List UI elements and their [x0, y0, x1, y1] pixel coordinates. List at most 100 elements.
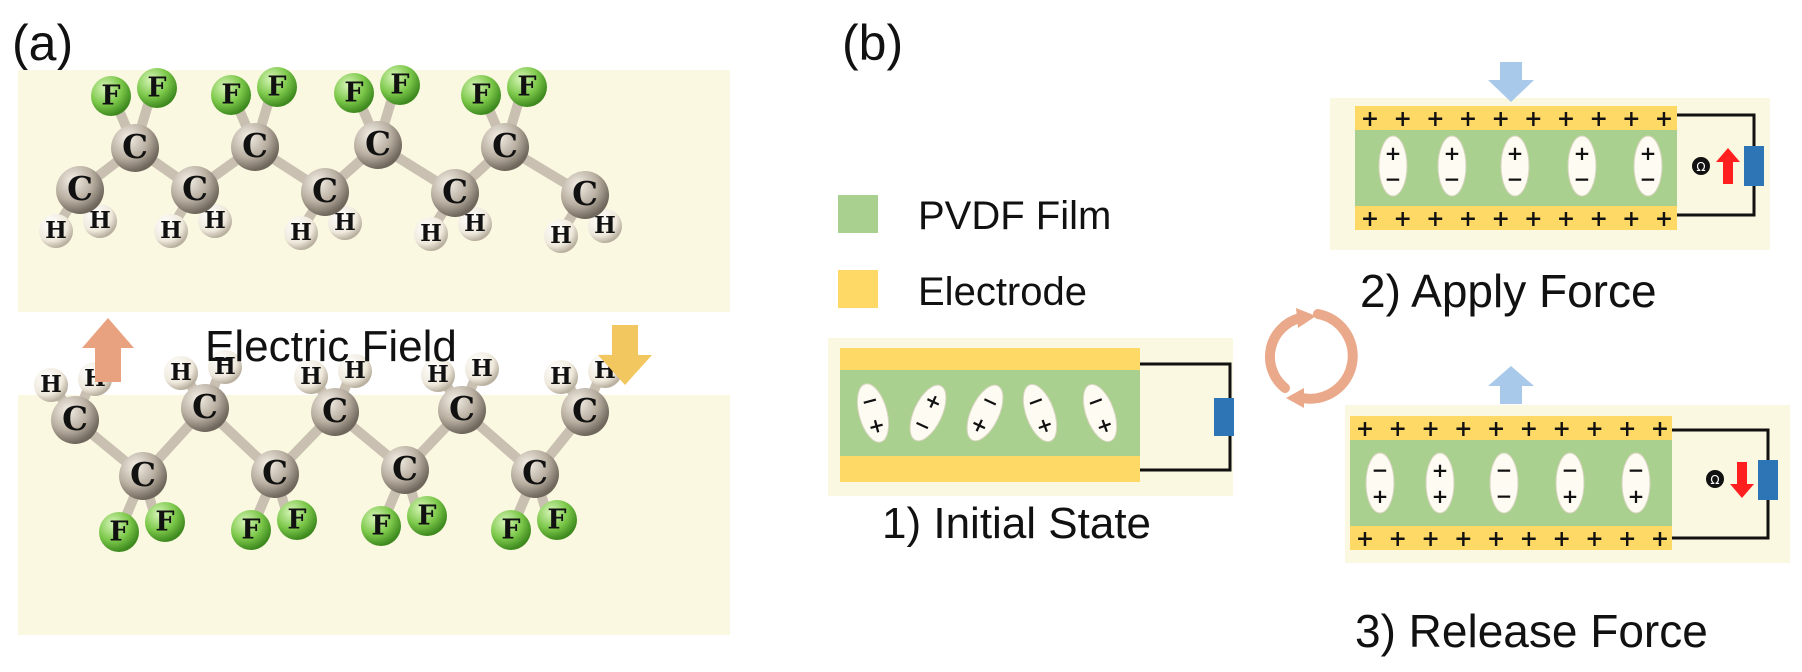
electrode-charge: +: [1393, 106, 1411, 132]
svg-text:−: −: [1024, 387, 1048, 415]
carbon-atom: C: [51, 396, 99, 444]
svg-text:C: C: [130, 456, 156, 494]
carbon-atom: C: [481, 123, 529, 171]
fluorine-atom: F: [380, 65, 420, 105]
current-arrow-icon: [1730, 462, 1754, 498]
carbon-atom: C: [119, 452, 167, 500]
hydrogen-atom: H: [544, 360, 578, 394]
fluorine-atom: F: [99, 512, 139, 552]
svg-text:F: F: [417, 500, 436, 531]
svg-text:F: F: [547, 504, 566, 535]
svg-text:C: C: [449, 390, 475, 428]
carbon-atom: C: [431, 169, 479, 217]
current-arrow-icon: [1716, 148, 1740, 184]
electrode-charge: +: [1491, 206, 1509, 232]
electrode-charge: +: [1622, 106, 1640, 132]
dipole: +−: [1567, 135, 1597, 197]
electrode-charge: +: [1426, 106, 1444, 132]
device-initial-state: −++−−+−+−+: [828, 338, 1234, 496]
electrode-charge: +: [1491, 106, 1509, 132]
dipole: ++: [1425, 452, 1455, 514]
svg-text:−: −: [1507, 167, 1524, 191]
svg-text:C: C: [242, 127, 268, 165]
fluorine-atom: F: [137, 68, 177, 108]
svg-text:+: +: [1432, 458, 1449, 482]
svg-text:−: −: [1628, 458, 1645, 482]
carbon-atom: C: [181, 384, 229, 432]
hydrogen-atom: H: [208, 350, 242, 384]
electrode-charge: +: [1361, 106, 1379, 132]
svg-text:+: +: [1628, 484, 1645, 508]
resistor-icon: [1758, 460, 1778, 500]
svg-text:C: C: [442, 173, 468, 211]
svg-text:C: C: [492, 127, 518, 165]
svg-text:−: −: [858, 387, 880, 415]
device-apply-force: ++++++++++ ++++++++++ +−+−+−+−+− Ω: [1330, 62, 1770, 250]
svg-text:F: F: [101, 80, 120, 111]
hydrogen-atom: H: [39, 214, 73, 248]
svg-text:C: C: [322, 392, 348, 430]
carbon-atom: C: [111, 124, 159, 172]
electrode-charge: +: [1655, 106, 1673, 132]
carbon-atom: C: [438, 386, 486, 434]
electrode-charge: +: [1487, 416, 1505, 442]
svg-text:F: F: [471, 79, 490, 110]
svg-text:F: F: [517, 71, 536, 102]
svg-text:Ω: Ω: [1696, 160, 1705, 174]
svg-text:−: −: [1084, 387, 1108, 415]
svg-text:−: −: [1444, 167, 1461, 191]
svg-text:H: H: [170, 359, 192, 386]
electrode-charge: +: [1361, 206, 1379, 232]
fluorine-atom: F: [461, 75, 501, 115]
electrode-charge: +: [1585, 416, 1603, 442]
carbon-atom: C: [561, 171, 609, 219]
hydrogen-atom: H: [458, 207, 492, 241]
electrode-charge: +: [1520, 416, 1538, 442]
svg-text:+: +: [1444, 141, 1461, 165]
panel-a-label: (a): [12, 15, 74, 71]
svg-text:H: H: [204, 207, 226, 234]
dipole: −+: [1555, 452, 1585, 514]
legend-swatch-film: [838, 195, 878, 233]
electrode-charge: +: [1524, 206, 1542, 232]
svg-text:+: +: [1562, 484, 1579, 508]
electrode-charge: +: [1421, 526, 1439, 552]
electrode-charge: +: [1389, 526, 1407, 552]
hydrogen-atom: H: [34, 368, 68, 402]
svg-text:H: H: [471, 355, 493, 382]
svg-text:+: +: [1092, 411, 1116, 439]
arrow-up-icon: [82, 318, 134, 382]
hydrogen-atom: H: [338, 354, 372, 388]
electrode-charge: +: [1557, 106, 1575, 132]
caption-release-force: 3) Release Force: [1355, 605, 1708, 657]
electrode-charge: +: [1454, 526, 1472, 552]
hydrogen-atom: H: [198, 204, 232, 238]
panel-b-label: (b): [842, 15, 904, 71]
svg-text:H: H: [160, 217, 182, 244]
caption-initial-state: 1) Initial State: [882, 499, 1152, 548]
svg-text:C: C: [365, 125, 391, 163]
svg-text:C: C: [312, 172, 338, 210]
svg-text:+: +: [1574, 141, 1591, 165]
dipole: +−: [1437, 135, 1467, 197]
svg-text:C: C: [572, 392, 598, 430]
svg-text:F: F: [287, 504, 306, 535]
svg-text:C: C: [182, 170, 208, 208]
hydrogen-atom: H: [164, 356, 198, 390]
carbon-atom: C: [231, 123, 279, 171]
device-release-force: ++++++++++ ++++++++++ −+++−−−+−+ Ω: [1345, 366, 1790, 563]
electrode-charge: +: [1524, 106, 1542, 132]
dipole: +−: [1500, 135, 1530, 197]
fluorine-atom: F: [507, 67, 547, 107]
resistor-icon: [1744, 146, 1764, 186]
electrode-charge: +: [1651, 416, 1669, 442]
legend-label-film: PVDF Film: [918, 194, 1112, 238]
carbon-atom: C: [381, 446, 429, 494]
fluorine-atom: F: [491, 510, 531, 550]
svg-text:H: H: [550, 363, 572, 390]
electrode-charge: +: [1356, 526, 1374, 552]
svg-text:+: +: [1640, 141, 1657, 165]
carbon-atom: C: [56, 166, 104, 214]
fluorine-atom: F: [145, 502, 185, 542]
hydrogen-atom: H: [294, 360, 328, 394]
